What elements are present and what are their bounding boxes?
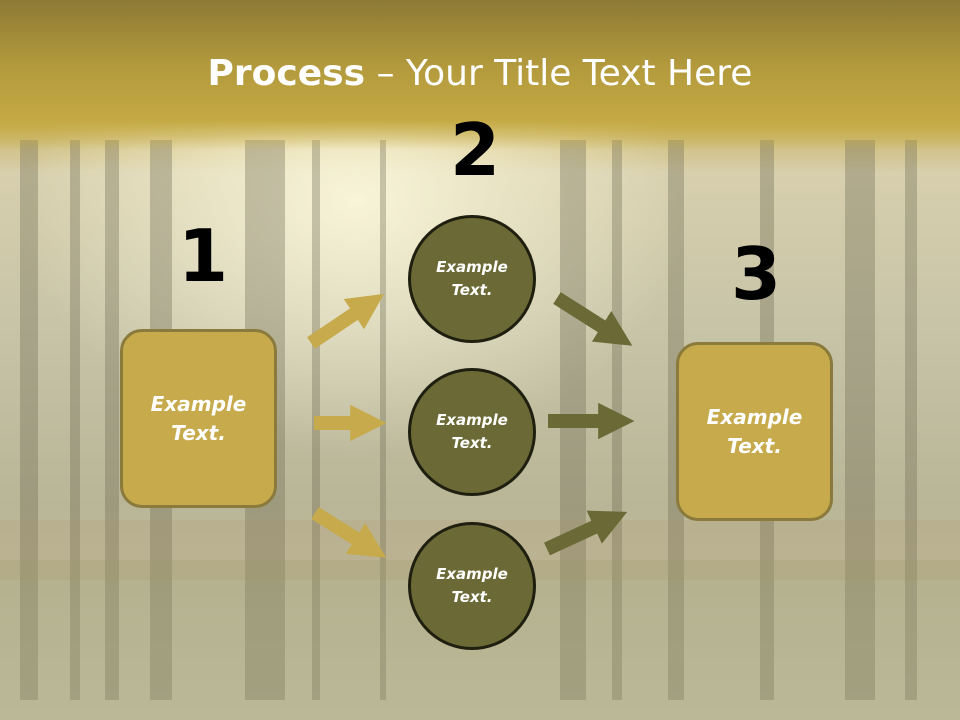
- step-2-circle-middle-label: Example Text.: [436, 411, 508, 452]
- arrow-2a-to-3: [553, 292, 633, 346]
- arrow-1-to-2a: [307, 293, 385, 349]
- step-2-number: 2: [450, 108, 501, 192]
- step-3-label: Example Text.: [706, 404, 803, 458]
- arrow-1-to-2c: [311, 507, 387, 558]
- step-2-circle-top-label: Example Text.: [436, 258, 508, 299]
- title-rest: – Your Title Text Here: [365, 53, 753, 94]
- step-2-circle-bottom: Example Text.: [408, 522, 536, 650]
- step-1-number: 1: [178, 214, 229, 298]
- slide-title: Process – Your Title Text Here: [0, 52, 960, 96]
- step-2-circle-middle: Example Text.: [408, 368, 536, 496]
- step-3-box: Example Text.: [676, 342, 833, 521]
- title-bold: Process: [207, 53, 366, 94]
- step-3-number: 3: [731, 232, 782, 316]
- arrow-2c-to-3: [544, 510, 628, 556]
- step-2-circle-top: Example Text.: [408, 215, 536, 343]
- step-2-circle-bottom-label: Example Text.: [436, 565, 508, 606]
- step-1-label: Example Text.: [150, 391, 247, 445]
- title-band: [0, 0, 960, 150]
- step-1-box: Example Text.: [120, 329, 277, 508]
